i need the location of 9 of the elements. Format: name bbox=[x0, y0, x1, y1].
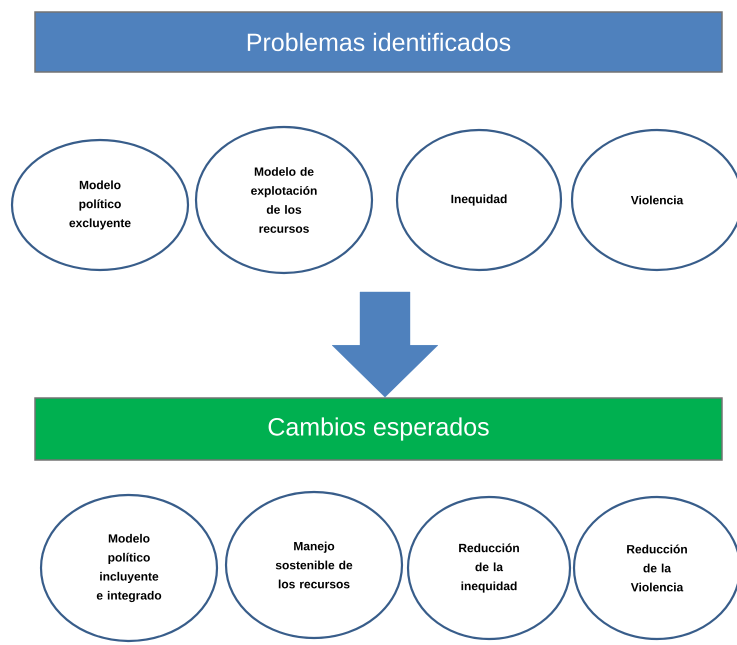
block-arrow bbox=[332, 292, 438, 398]
ellipse-node: Reducción de la inequidad bbox=[406, 496, 572, 640]
title-banner: Cambios esperados bbox=[34, 397, 723, 461]
ellipse-node: Modelo de explotación de los recursos bbox=[194, 126, 374, 274]
ellipse-node: Manejo sostenible de los recursos bbox=[224, 490, 404, 640]
ellipse-node: Inequidad bbox=[396, 128, 562, 272]
title-banner: Problemas identificados bbox=[34, 11, 723, 73]
ellipse-node: Modelo político excluyente bbox=[10, 138, 190, 272]
ellipse-node: Modelo político incluyente e integrado bbox=[40, 494, 218, 642]
